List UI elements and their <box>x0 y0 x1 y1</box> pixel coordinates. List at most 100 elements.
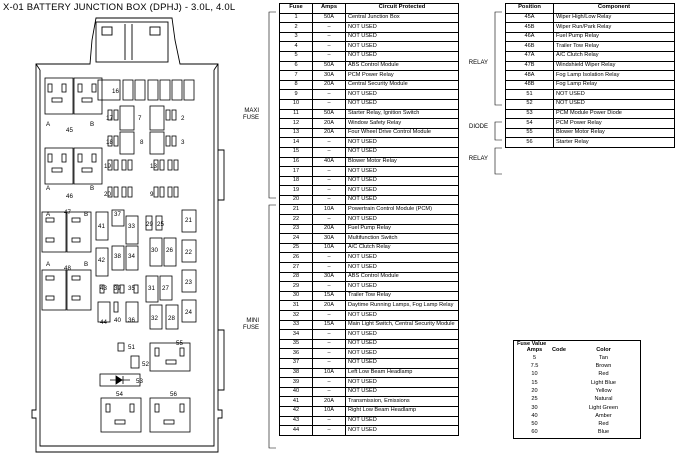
label-21: 21 <box>185 217 192 224</box>
fuse-circuit: NOT USED <box>345 22 459 33</box>
fuse-row: 14–NOT USED <box>279 137 459 148</box>
fuse-amps: 15A <box>312 319 346 331</box>
legend-color: Natural <box>594 396 613 403</box>
legend-code-header: Code <box>552 346 566 353</box>
fuse-number: 19 <box>279 185 313 196</box>
fuse-row: 15–NOT USED <box>279 146 459 158</box>
fuse-number: 14 <box>279 137 313 148</box>
fuse-number: 21 <box>279 204 313 216</box>
legend-color: Red <box>598 371 609 378</box>
label-25: 25 <box>157 221 164 228</box>
fuse-circuit: ABS Control Module <box>345 271 459 283</box>
label-34: 34 <box>128 253 135 260</box>
fuse-amps: 30A <box>312 233 346 244</box>
legend-amps: 7.5 <box>530 363 539 370</box>
label-38: 38 <box>114 253 121 260</box>
fuse-row: 17–NOT USED <box>279 166 459 177</box>
component-name: Blower Motor Relay <box>553 127 675 139</box>
fuse-circuit: NOT USED <box>345 194 459 206</box>
label-31: 31 <box>148 285 155 292</box>
component-name: NOT USED <box>553 89 675 100</box>
legend-amps: 20 <box>531 387 538 394</box>
label-30: 30 <box>151 247 158 254</box>
fuse-amps: 15A <box>312 290 346 302</box>
component-position: 45A <box>505 12 554 24</box>
legend-amps: 25 <box>531 396 538 403</box>
fuse-circuit: Central Junction Box <box>345 12 459 24</box>
component-table-header: Position Component <box>505 3 675 14</box>
fuse-number: 22 <box>279 214 313 225</box>
fuse-row: 4–NOT USED <box>279 41 459 52</box>
label-47-b: B <box>84 211 88 218</box>
fuse-circuit: NOT USED <box>345 214 459 225</box>
label-24: 24 <box>185 309 192 316</box>
box-labels: 16 17 2 18 3 20 9 19 13 7 8 A 45 B A 46 … <box>46 88 192 398</box>
legend-amps: 5 <box>532 354 537 361</box>
fuse-amps: – <box>312 137 346 148</box>
label-32: 32 <box>151 315 158 322</box>
fuse-circuit: NOT USED <box>345 50 459 62</box>
label-46: 46 <box>66 193 73 200</box>
fuse-number: 23 <box>279 223 313 235</box>
fuse-row: 2–NOT USED <box>279 22 459 33</box>
fuse-amps: 10A <box>312 367 346 379</box>
label-46-a: A <box>46 185 51 192</box>
label-37: 37 <box>114 211 121 218</box>
fuse-amps: – <box>312 50 346 62</box>
component-position: 54 <box>505 118 554 129</box>
fuse-amps: – <box>312 185 346 196</box>
component-name: A/C Clutch Relay <box>553 50 675 62</box>
fuse-row: 34–NOT USED <box>279 329 459 340</box>
fuse-amps: 30A <box>312 70 346 81</box>
fuse-row: 22–NOT USED <box>279 214 459 225</box>
fuse-row: 35–NOT USED <box>279 338 459 350</box>
fuse-amps: – <box>312 415 346 427</box>
fuse-circuit: NOT USED <box>345 166 459 177</box>
fuse-number: 11 <box>279 108 313 120</box>
fuse-circuit: NOT USED <box>345 175 459 187</box>
relay-48 <box>41 269 92 311</box>
fuse-row: 10–NOT USED <box>279 98 459 110</box>
fuse-circuit: NOT USED <box>345 310 459 321</box>
fuse-circuit: NOT USED <box>345 89 459 100</box>
component-name: Windshield Wiper Relay <box>553 60 675 72</box>
relay-46 <box>44 147 103 185</box>
label-20: 20 <box>104 191 111 198</box>
label-42: 42 <box>98 257 105 264</box>
fuse-circuit: Multifunction Switch <box>345 233 459 244</box>
component-name: Fog Lamp Isolation Relay <box>553 70 675 81</box>
component-position: 45B <box>505 22 554 33</box>
fuse-number: 8 <box>279 79 313 91</box>
fuse-circuit: Window Safety Relay <box>345 118 459 129</box>
fuse-circuit: NOT USED <box>345 329 459 340</box>
fuse-amps: 20A <box>312 300 346 311</box>
label-18: 18 <box>106 139 113 146</box>
fuse-amps: 20A <box>312 79 346 91</box>
label-8: 8 <box>140 139 144 146</box>
fuse-number: 2 <box>279 22 313 33</box>
fuse-number: 43 <box>279 415 313 427</box>
diode-group-label: DIODE <box>468 124 488 130</box>
label-19: 19 <box>104 163 111 170</box>
fuse-number: 24 <box>279 233 313 244</box>
fuse-amps: – <box>312 146 346 158</box>
fuse-circuit: NOT USED <box>345 137 459 148</box>
label-44: 44 <box>100 319 107 326</box>
fuse-number: 18 <box>279 175 313 187</box>
label-47-a: A <box>46 211 51 218</box>
